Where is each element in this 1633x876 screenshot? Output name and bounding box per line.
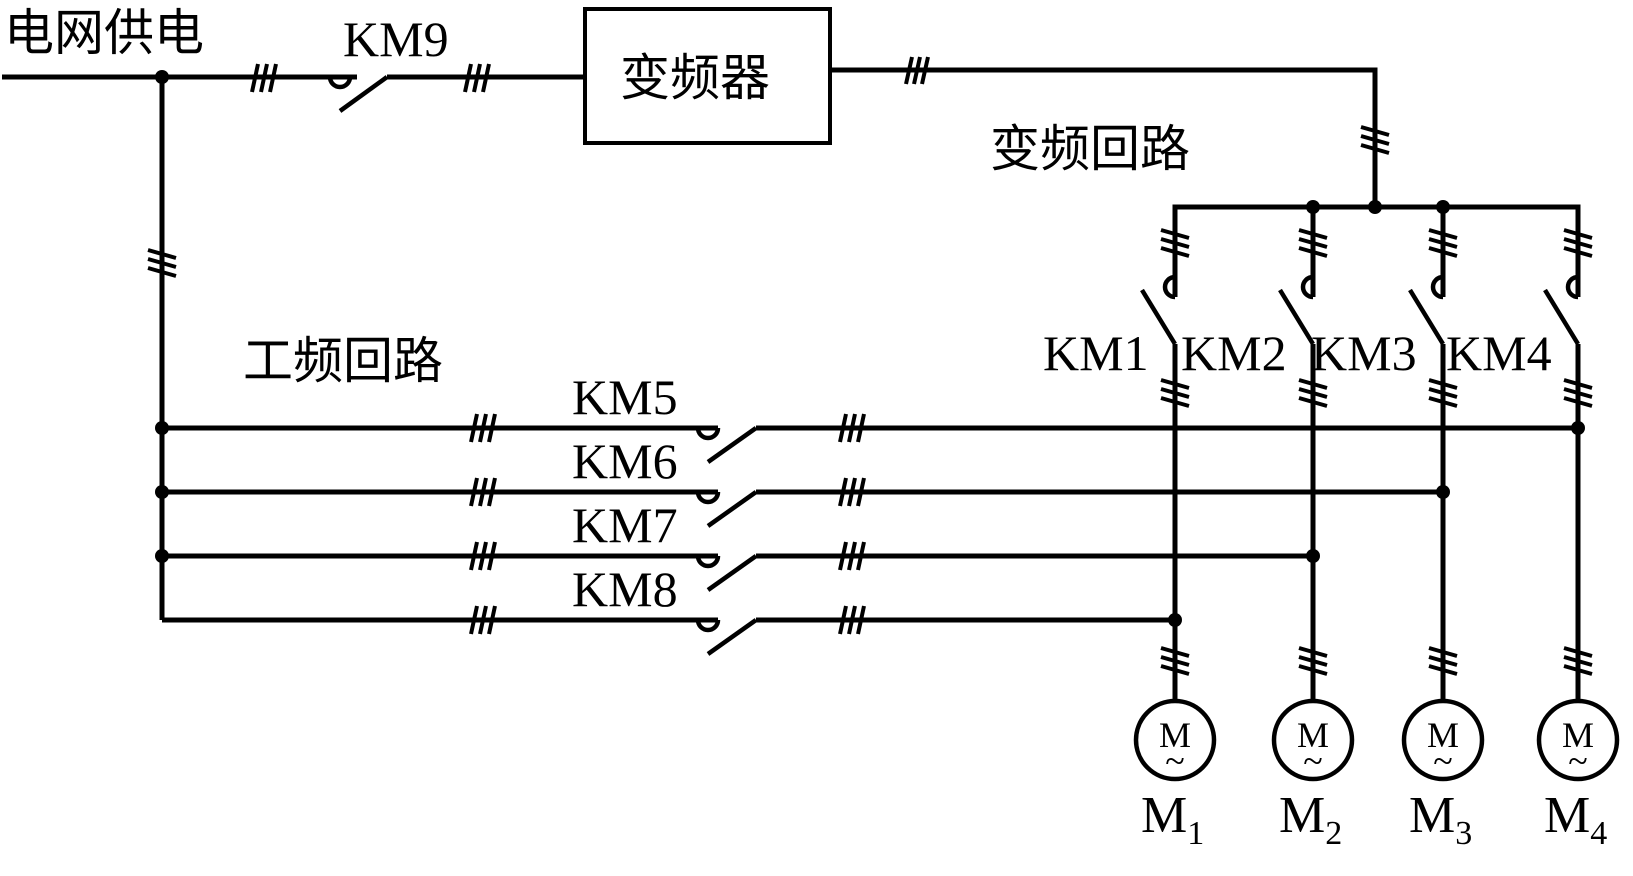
- junction-dot: [1168, 613, 1182, 627]
- km5-label: KM5: [572, 369, 678, 425]
- phase-marker-icon: [250, 63, 278, 93]
- inverter-label: 变频器: [620, 49, 770, 107]
- km7-contactor-switch-icon: [695, 554, 758, 592]
- phase-marker-icon: [469, 541, 497, 571]
- motor-icon: [1401, 698, 1485, 782]
- phase-marker-icon: [838, 477, 866, 507]
- phase-marker-icon: [1160, 228, 1190, 258]
- motor-icon: [1536, 698, 1620, 782]
- junction-dot: [1436, 485, 1450, 499]
- phase-marker-icon: [1160, 646, 1190, 676]
- phase-marker-icon: [147, 248, 177, 278]
- phase-marker-icon: [838, 605, 866, 635]
- phase-marker-icon: [469, 477, 497, 507]
- junction-dot: [1368, 200, 1382, 214]
- vf-branch-km2: KM2: [1181, 207, 1328, 700]
- km2-contactor-switch-icon: [1278, 274, 1315, 346]
- km8-label: KM8: [572, 561, 678, 617]
- junction-dot: [155, 421, 169, 435]
- ac-symbol: ~: [1303, 741, 1322, 781]
- km9-contactor-switch-icon: [327, 63, 585, 113]
- phase-marker-icon: [1563, 378, 1593, 408]
- phase-marker-icon: [1428, 228, 1458, 258]
- ac-symbol: ~: [1568, 741, 1587, 781]
- junction-dot: [1306, 549, 1320, 563]
- phase-marker-icon: [904, 56, 930, 85]
- ac-symbol: ~: [1165, 741, 1184, 781]
- vf-circuit-label: 变频回路: [990, 120, 1190, 178]
- grid-supply-label: 电网供电: [4, 4, 204, 62]
- phase-marker-icon: [1298, 378, 1328, 408]
- km1-label: KM1: [1043, 325, 1149, 381]
- motor-name-label: M1: [1141, 787, 1204, 852]
- km4-label: KM4: [1446, 325, 1552, 381]
- km8-contactor-switch-icon: [695, 618, 758, 656]
- phase-marker-icon: [1428, 646, 1458, 676]
- vf-branch-km1: KM1: [1043, 207, 1190, 700]
- phase-marker-icon: [838, 413, 866, 443]
- phase-marker-icon: [1160, 378, 1190, 408]
- pf-row-km8: KM8: [162, 561, 1182, 656]
- motors: M~M1M~M2M~M3M~M4: [1133, 698, 1620, 852]
- km1-contactor-switch-icon: [1140, 274, 1177, 346]
- phase-marker-icon: [838, 541, 866, 571]
- phase-marker-icon: [469, 413, 497, 443]
- km5-contactor-switch-icon: [695, 426, 758, 464]
- motor-symbol: M: [1159, 715, 1191, 755]
- phase-marker-icon: [1360, 125, 1390, 155]
- pf-circuit-label: 工频回路: [243, 332, 443, 390]
- km6-label: KM6: [572, 433, 678, 489]
- km9-label: KM9: [343, 11, 449, 67]
- km3-contactor-switch-icon: [1408, 274, 1445, 346]
- motor-name-label: M4: [1544, 787, 1607, 852]
- km2-label: KM2: [1181, 325, 1287, 381]
- phase-marker-icon: [1563, 228, 1593, 258]
- phase-marker-icon: [1298, 228, 1328, 258]
- vf-branch-km3: KM3: [1311, 207, 1458, 700]
- phase-marker-icon: [1563, 646, 1593, 676]
- motor-name-label: M2: [1279, 787, 1342, 852]
- junction-dot: [1571, 421, 1585, 435]
- motor-symbol: M: [1297, 715, 1329, 755]
- vf-branches: KM1 KM2 KM3 KM4: [1043, 207, 1593, 700]
- inverter-box: 变频器: [583, 7, 832, 145]
- motor-symbol: M: [1427, 715, 1459, 755]
- motor-symbol: M: [1562, 715, 1594, 755]
- pf-row-km5: KM5: [155, 369, 1585, 464]
- motor-1: M~ M1: [1133, 698, 1217, 852]
- km3-label: KM3: [1311, 325, 1417, 381]
- motor-3: M~ M3: [1401, 698, 1485, 852]
- ac-symbol: ~: [1433, 741, 1452, 781]
- phase-marker-icon: [1298, 646, 1328, 676]
- junction-dot: [155, 485, 169, 499]
- km6-contactor-switch-icon: [695, 490, 758, 528]
- phase-marker-icon: [469, 605, 497, 635]
- motor-name-label: M3: [1409, 787, 1472, 852]
- motor-icon: [1271, 698, 1355, 782]
- phase-marker-icon: [1428, 378, 1458, 408]
- phase-marker-icon: [463, 63, 491, 93]
- motor-4: M~ M4: [1536, 698, 1620, 852]
- pf-left-bus: [147, 77, 177, 620]
- pf-row-km6: KM6: [155, 433, 1450, 528]
- motor-icon: [1133, 698, 1217, 782]
- km7-label: KM7: [572, 497, 678, 553]
- km4-contactor-switch-icon: [1543, 274, 1580, 346]
- main-supply-line: [2, 63, 357, 93]
- vf-bus: [1172, 200, 1581, 230]
- motor-2: M~ M2: [1271, 698, 1355, 852]
- junction-dot: [155, 549, 169, 563]
- inverter-output-line: [830, 56, 1390, 207]
- vf-branch-km4: KM4: [1446, 207, 1593, 700]
- pf-row-km7: KM7: [155, 497, 1320, 592]
